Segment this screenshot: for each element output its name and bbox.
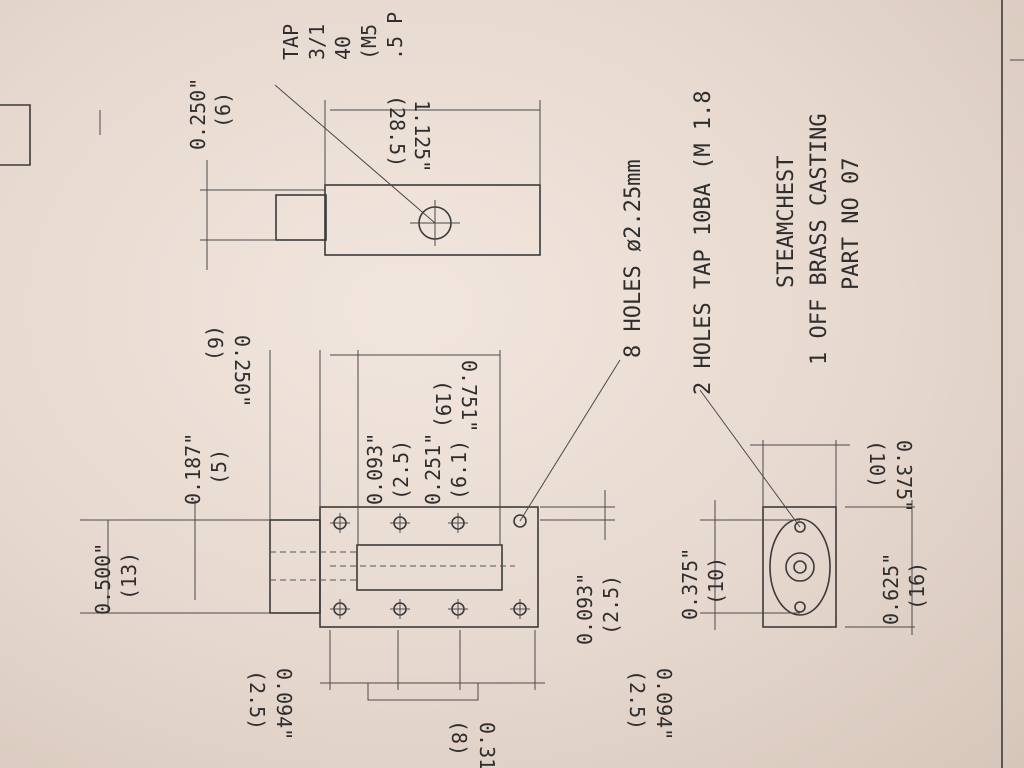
- dim-0187-in: 0.187": [181, 433, 205, 505]
- tap-note-1: TAP: [279, 24, 303, 60]
- dim-0094b-in: 0.094": [272, 668, 296, 740]
- side-body: [324, 184, 541, 256]
- dim-0250b-mm: (6): [211, 92, 235, 128]
- dim-0093a-in: 0.093": [363, 433, 387, 505]
- dim-0093b-in: 0.093": [573, 573, 597, 645]
- end-view: [699, 389, 915, 635]
- dim-0250b-in: 0.250": [186, 78, 210, 150]
- dim-1125-mm: (28.5): [385, 95, 409, 167]
- leader-tap: [274, 84, 436, 224]
- title-casting: 1 OFF BRASS CASTING: [807, 113, 832, 365]
- steamchest-body: [319, 506, 539, 628]
- dim-0093a-mm: (2.5): [389, 440, 413, 500]
- tap-note-2: 3/1: [305, 24, 329, 60]
- leader-8-holes: [519, 359, 621, 522]
- dim-0251-in: 0.251": [421, 433, 445, 505]
- dim-0093b-mm: (2.5): [599, 575, 623, 635]
- dim-1125-in: 1.125": [410, 100, 434, 172]
- tap-note-4: (M5: [357, 24, 381, 60]
- dim-0375b-in: 0.375": [892, 440, 916, 512]
- dim-0094b-mm: (2.5): [245, 670, 269, 730]
- dim-0250a-mm: (6): [203, 325, 227, 361]
- dim-0094a-in: 0.094": [652, 668, 676, 740]
- partial-neighbour-view: [0, 104, 101, 166]
- main-plan-view: [80, 350, 621, 701]
- dim-0094a-mm: (2.5): [625, 670, 649, 730]
- dim-0250a-in: 0.250": [230, 335, 254, 407]
- side-view: [200, 84, 541, 270]
- dim-0187-mm: (5): [207, 449, 231, 485]
- dim-0375a-mm: (10): [704, 557, 728, 605]
- dim-0625-mm: (16): [905, 562, 929, 610]
- note-2-holes: 2 HOLES TAP 10BA (M 1.8: [691, 90, 716, 395]
- dim-0251-mm: (6.1): [447, 440, 471, 500]
- tap-note-3: 40: [331, 36, 355, 60]
- dim-0500-in: 0.500": [91, 543, 115, 615]
- dim-0500-mm: (13): [117, 552, 141, 600]
- dim-0751-mm: (19): [431, 380, 455, 428]
- title-part-no: PART NO 07: [839, 158, 864, 290]
- port-cavity: [356, 544, 503, 591]
- dim-0312-in: 0.312: [475, 722, 499, 768]
- dim-0375b-mm: (10): [865, 440, 889, 488]
- dim-0625-in: 0.625": [879, 553, 903, 625]
- dim-0312-mm: (8): [447, 720, 471, 756]
- leader-2-holes: [699, 389, 801, 528]
- end-body: [762, 506, 837, 628]
- dim-0751-in: 0.751": [457, 360, 481, 432]
- tap-note-5: .5 P: [383, 12, 407, 60]
- boss: [269, 519, 321, 614]
- note-8-holes: 8 HOLES ø2.25mm: [621, 159, 646, 358]
- title-steamchest: STEAMCHEST: [774, 156, 799, 288]
- hole-pattern: [330, 513, 530, 619]
- dim-0375a-in: 0.375": [678, 548, 702, 620]
